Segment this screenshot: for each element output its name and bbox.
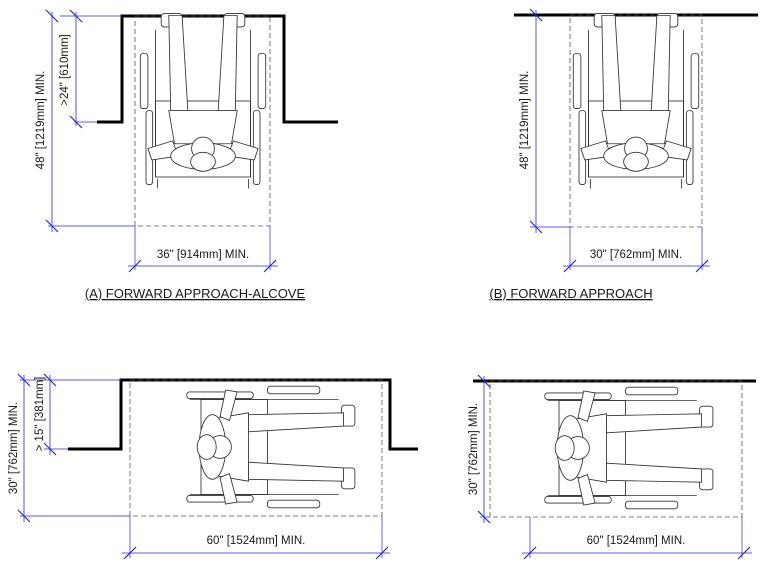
panel-b: 48" [1219mm] MIN. 30" [762mm] MIN. (B) F… bbox=[489, 8, 758, 301]
depth-label-b: 48" [1219mm] MIN. bbox=[519, 71, 531, 170]
wheelchair-user-figure-c bbox=[186, 385, 356, 509]
depth-label-c: 30" [762mm] MIN. bbox=[8, 402, 20, 494]
clear-floor-space-b bbox=[569, 14, 703, 228]
width-label-a: 36" [914mm] MIN. bbox=[157, 249, 249, 261]
width-label-b: 30" [762mm] MIN. bbox=[590, 249, 682, 261]
caption-b: (B) FORWARD APPROACH bbox=[489, 286, 652, 301]
alcove-wall-a bbox=[97, 14, 338, 124]
panel-d: 30" [762mm] MIN. 60" [1524mm] MIN. bbox=[468, 374, 756, 560]
alcove-depth-label-a: >24" [610mm] bbox=[59, 34, 71, 106]
width-label-c: 60" [1524mm] MIN. bbox=[207, 535, 306, 547]
wheelchair-user-figure-d bbox=[544, 386, 714, 510]
depth-label-a: 48" [1219mm] MIN. bbox=[35, 71, 47, 170]
depth-label-d: 30" [762mm] MIN. bbox=[468, 403, 480, 495]
width-label-d: 60" [1524mm] MIN. bbox=[587, 535, 686, 547]
wheelchair-user-figure-b bbox=[572, 13, 700, 189]
alcove-wall-c bbox=[68, 378, 418, 451]
alcove-depth-label-c: > 15" [381mm] bbox=[34, 377, 46, 452]
clear-floor-space-d bbox=[489, 380, 743, 518]
panel-a: 48" [1219mm] MIN. >24" [610mm] 36" [914m… bbox=[35, 9, 338, 301]
clear-floor-space-a bbox=[134, 15, 271, 227]
caption-a: (A) FORWARD APPROACH-ALCOVE bbox=[85, 286, 306, 301]
panel-c: 30" [762mm] MIN. > 15" [381mm] 60" [1524… bbox=[8, 373, 418, 560]
wheelchair-user-figure-a bbox=[139, 13, 267, 189]
clear-floor-space-c bbox=[129, 379, 383, 517]
